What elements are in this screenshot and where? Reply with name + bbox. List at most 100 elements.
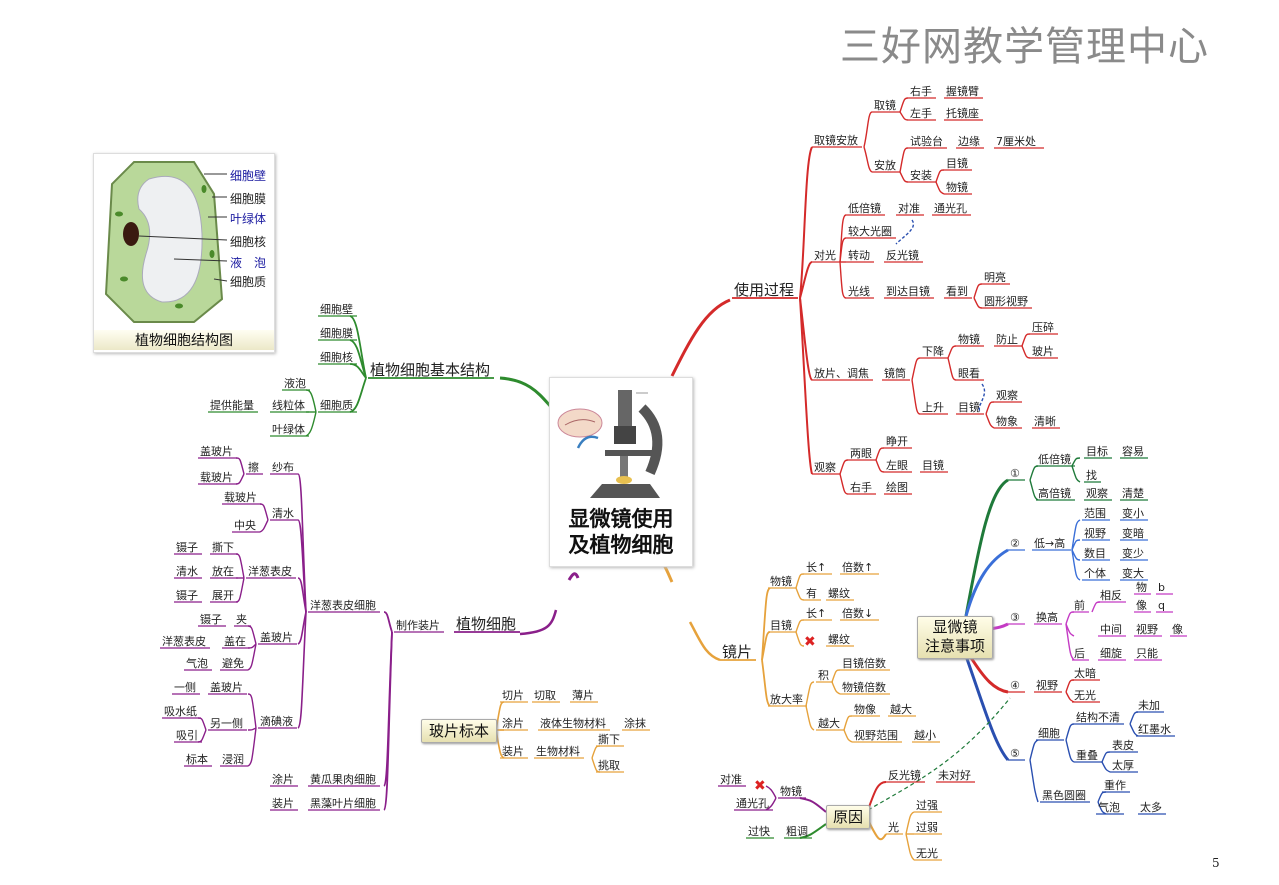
branch-curve (905, 833, 915, 861)
branch-curve (1071, 519, 1081, 551)
branch-curve (259, 503, 269, 521)
branch-curve (1071, 457, 1081, 467)
node-label: 圆形视野 (984, 294, 1028, 308)
node-label: 变小 (1122, 506, 1144, 520)
node-label: 睁开 (886, 435, 908, 448)
branch-curve (973, 297, 983, 309)
branch-curve (1065, 611, 1075, 625)
node-label: 越大 (818, 716, 840, 730)
node-label: 镊子 (200, 613, 222, 626)
branch-curve (761, 587, 771, 661)
node-label: 只能 (1136, 646, 1158, 660)
node-label: 涂抹 (624, 716, 646, 730)
branch-curve (1065, 691, 1075, 703)
cell-label-nucleus: 细胞核 (230, 235, 267, 249)
node-label: 清楚 (1122, 486, 1144, 500)
node-label: 试验台 (910, 134, 943, 148)
cross-icon: ✖ (754, 778, 766, 794)
node-label: 另一侧 (210, 717, 243, 730)
node-label: 擦 (248, 460, 259, 474)
branch-curve (235, 577, 245, 603)
branch-curve (795, 631, 805, 647)
node-label: 有 (806, 586, 817, 600)
branch-curve (305, 411, 317, 437)
branch-curve (259, 519, 269, 533)
branch-curve (1091, 601, 1101, 613)
node-label: 盖玻片 (260, 630, 293, 644)
node-label: 数目 (1084, 547, 1106, 560)
node-label: 右手 (850, 480, 872, 494)
branch-curve (591, 745, 601, 759)
branch-curve (1071, 539, 1081, 551)
node-label: 右手 (910, 84, 932, 98)
cell-label-membrane: 细胞膜 (230, 192, 267, 206)
branch-curve (985, 413, 995, 429)
node-label: 对准 (720, 772, 742, 786)
branch-curve (1101, 761, 1111, 773)
node-label: 换高 (1036, 610, 1058, 624)
node-label: 7厘米处 (996, 135, 1036, 148)
node-label: 通光孔 (736, 796, 769, 810)
node-label: 光线 (848, 284, 870, 298)
node-label: 洋葱表皮 (248, 564, 292, 578)
node-label: 植物细胞基本结构 (370, 361, 490, 379)
node-label: 防止 (996, 332, 1018, 346)
node-label: 吸引 (176, 728, 198, 742)
node-label: 盖玻片 (210, 680, 243, 694)
branch-curve (831, 669, 841, 683)
branch-curve (795, 573, 805, 589)
node-label: 无光 (1074, 688, 1096, 702)
branch-curve (297, 519, 307, 613)
branch-curve (867, 781, 887, 811)
node-label: 涂片 (272, 772, 294, 786)
branch-curve (805, 681, 815, 707)
node-label: 放大率 (770, 692, 803, 706)
node-label: 中央 (234, 519, 256, 532)
node-label: 个体 (1084, 566, 1106, 580)
node-label: 洋葱表皮细胞 (310, 598, 376, 612)
node-label: 螺纹 (828, 586, 850, 600)
node-label: 太厚 (1112, 759, 1134, 772)
node-label: 植物细胞 (456, 615, 516, 633)
node-label: 范围 (1084, 506, 1106, 520)
node-label: 目镜 (958, 400, 980, 414)
node-label: 切片 (502, 689, 524, 702)
branch-curve (947, 357, 957, 381)
node-label: 握镜臂 (946, 84, 979, 98)
cross-icon: ✖ (804, 634, 816, 650)
branch-curve (247, 625, 257, 645)
branch-curve (567, 572, 580, 581)
plant-cell-figure: 细胞壁 细胞膜 叶绿体 细胞核 液 泡 细胞质 植物细胞结构图 (93, 153, 275, 353)
cell-label-chloroplast: 叶绿体 (230, 212, 267, 226)
node-label: 重作 (1104, 778, 1126, 792)
branch-curve (247, 643, 257, 671)
branch-curve (978, 383, 986, 413)
branch-curve (899, 111, 909, 121)
branch-curve (383, 611, 393, 633)
branch-curve (1029, 739, 1039, 761)
node-label: 撕下 (598, 732, 620, 746)
node-label: 使用过程 (734, 281, 794, 299)
branch-curve (968, 655, 1009, 694)
node-label: 积 (818, 669, 829, 682)
branch-curve (799, 297, 813, 475)
node-label: 反光镜 (888, 768, 921, 782)
branch-curve (1065, 739, 1075, 763)
branch-curve (795, 587, 805, 601)
node-label: 前 (1074, 598, 1085, 612)
node-label: 清水 (272, 507, 294, 520)
node-label: 液泡 (284, 376, 306, 390)
node-label: 气泡 (186, 656, 208, 670)
central-topic: 显微镜使用及植物细胞 (549, 377, 693, 567)
node-label: 低→高 (1034, 536, 1065, 550)
node-label: 容易 (1122, 444, 1144, 458)
node-label: 下降 (922, 344, 944, 358)
branch-curve (839, 459, 849, 475)
node-label: 倍数↑ (842, 560, 873, 574)
cause-box: 原因 (826, 805, 870, 829)
node-label: 红墨水 (1138, 723, 1171, 736)
page-number: 5 (1212, 856, 1220, 870)
node-label: 观察 (1086, 486, 1108, 500)
node-label: 低倍镜 (848, 201, 881, 215)
node-label: 镜片 (722, 643, 752, 661)
